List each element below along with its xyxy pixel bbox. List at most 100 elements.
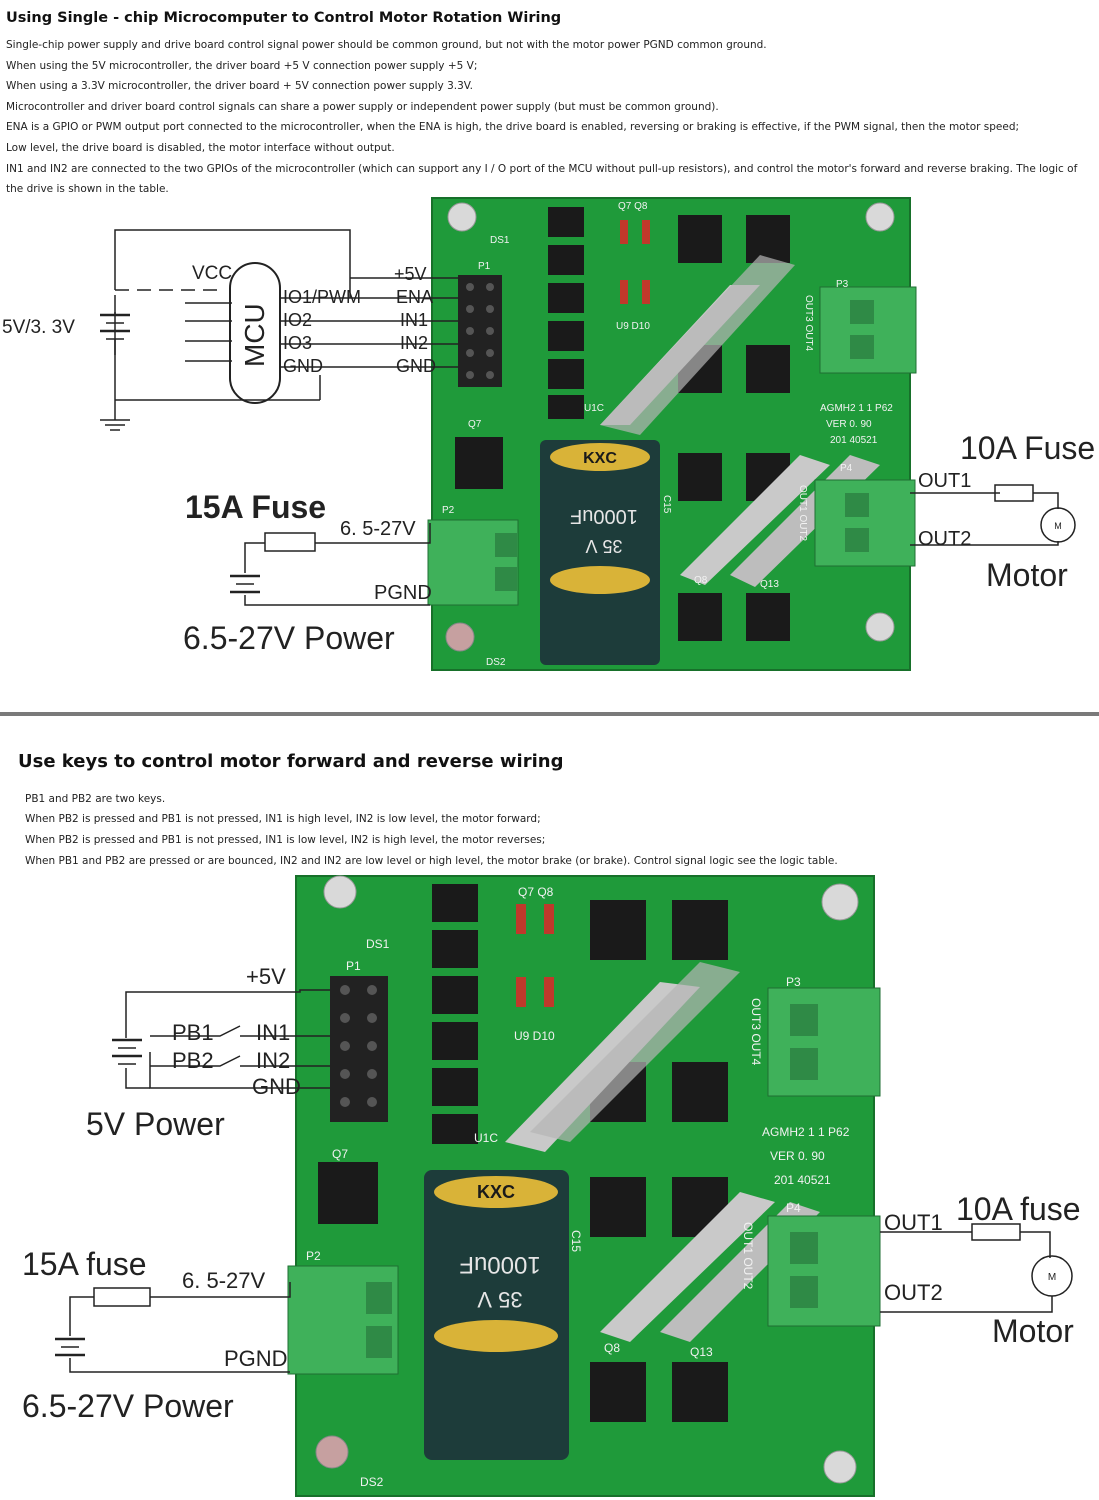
label-ver: VER 0. 90: [826, 419, 872, 430]
label-p4: P4: [840, 463, 853, 474]
label-out2-2: OUT2: [884, 1280, 943, 1305]
section-divider: [0, 712, 1099, 716]
label-q7: Q7: [468, 419, 482, 430]
label-c15: C15: [661, 495, 672, 514]
capacitor: KXC 1000uF 35 V: [540, 440, 660, 665]
driver-board-2: KXC 1000uF 35 V P1 P3 P4 P2 Q7 Q7 Q8 U9 …: [287, 875, 881, 1497]
label-supply: 5V/3. 3V: [2, 317, 75, 338]
label-v-range-2: 6. 5-27V: [182, 1268, 265, 1293]
label-in2-2: IN2: [256, 1048, 290, 1073]
label-motor-2: Motor: [992, 1313, 1074, 1349]
terminal-p3: [819, 286, 917, 374]
label-ver-2: VER 0. 90: [770, 1149, 825, 1163]
section2-title: Use keys to control motor forward and re…: [18, 751, 564, 772]
section1-line-6: Low level, the drive board is disabled, …: [6, 142, 395, 154]
cap-value: 1000uF: [570, 505, 638, 527]
label-p2-2: P2: [306, 1249, 321, 1263]
power-wiring: [230, 484, 1076, 606]
label-ena: ENA: [396, 287, 433, 307]
capacitor-2: KXC 1000uF 35 V: [424, 1170, 569, 1460]
section1-wiring-diagram: KXC 1000uF 35 V P1 P3 P4 P2 Q7 Q7 Q8: [2, 197, 1095, 671]
label-mcu: MCU: [239, 303, 270, 367]
label-io2: IO2: [283, 310, 312, 330]
mosfets-2: [590, 900, 728, 1422]
cap-brand: KXC: [583, 450, 617, 467]
label-out3out4: OUT3 OUT4: [803, 295, 814, 352]
label-pgnd: PGND: [374, 582, 432, 604]
label-15a-fuse-2: 15A fuse: [22, 1246, 147, 1282]
label-q8: Q8: [694, 575, 708, 586]
label-p3-2: P3: [786, 975, 801, 989]
label-pb1: PB1: [172, 1020, 214, 1045]
section1-title: Using Single - chip Microcomputer to Con…: [6, 10, 562, 26]
label-pgnd-2: PGND: [224, 1346, 288, 1371]
label-c15-2: C15: [569, 1230, 583, 1252]
cap-value-2: 1000uF: [459, 1251, 540, 1278]
label-plus5v-2: +5V: [246, 964, 286, 989]
terminal-p4: [814, 479, 916, 567]
label-model-2: AGMH2 1 1 P62: [762, 1125, 850, 1139]
label-model: AGMH2 1 1 P62: [820, 403, 893, 414]
label-date-2: 201 40521: [774, 1173, 831, 1187]
label-5v-power: 5V Power: [86, 1106, 225, 1142]
section2-line-1: PB1 and PB2 are two keys.: [25, 793, 166, 805]
label-q7q8-2: Q7 Q8: [518, 885, 554, 899]
label-out1out2-2: OUT1 OUT2: [741, 1222, 755, 1290]
label-out1: OUT1: [918, 470, 971, 492]
section1-line-2: When using the 5V microcontroller, the d…: [6, 60, 478, 72]
label-in1-2: IN1: [256, 1020, 290, 1045]
section1-line-1: Single-chip power supply and drive board…: [6, 39, 767, 51]
section1-line-4: Microcontroller and driver board control…: [6, 101, 719, 113]
label-power-2: 6.5-27V Power: [22, 1388, 234, 1424]
terminal-p2-2: [287, 1265, 399, 1375]
label-io1-pwm: IO1/PWM: [283, 287, 361, 307]
terminal-p4-2: [767, 1215, 881, 1327]
terminal-p2: [427, 519, 519, 606]
cap-brand-2: KXC: [477, 1182, 515, 1202]
label-out3out4-2: OUT3 OUT4: [749, 998, 763, 1066]
label-10a-fuse-2: 10A fuse: [956, 1191, 1081, 1227]
label-plus5v: +5V: [394, 264, 427, 284]
label-p1: P1: [478, 261, 491, 272]
label-in2: IN2: [400, 333, 428, 353]
label-u1c: U1C: [584, 403, 604, 414]
label-p1-2: P1: [346, 959, 361, 973]
pin-header-2: [330, 976, 388, 1122]
label-q7q8: Q7 Q8: [618, 201, 648, 212]
label-motor: Motor: [986, 557, 1068, 593]
label-p3: P3: [836, 279, 849, 290]
cap-voltage-2: 35 V: [477, 1287, 523, 1312]
label-ds2-2: DS2: [360, 1475, 384, 1489]
label-p2: P2: [442, 505, 455, 516]
label-power: 6.5-27V Power: [183, 620, 395, 656]
power-wiring-2: [55, 1223, 1073, 1373]
pin-header: [458, 275, 502, 387]
key-wiring: [112, 989, 332, 1089]
label-q7-2: Q7: [332, 1147, 348, 1161]
label-gnd-2: GND: [252, 1074, 301, 1099]
cap-voltage: 35 V: [585, 536, 622, 556]
label-out2: OUT2: [918, 528, 971, 550]
label-q13: Q13: [760, 579, 779, 590]
label-board-gnd: GND: [396, 356, 436, 376]
section2-line-4: When PB1 and PB2 are pressed or are boun…: [25, 855, 838, 867]
section2-line-3: When PB2 is pressed and PB1 is not press…: [25, 834, 546, 846]
section1-line-3: When using a 3.3V microcontroller, the d…: [6, 80, 473, 92]
label-out1-2: OUT1: [884, 1210, 943, 1235]
label-v-range: 6. 5-27V: [340, 518, 416, 540]
label-q8-2: Q8: [604, 1341, 620, 1355]
motor-symbol: M: [1054, 521, 1062, 531]
label-in1: IN1: [400, 310, 428, 330]
label-q13-2: Q13: [690, 1345, 713, 1359]
label-date: 201 40521: [830, 435, 878, 446]
section1-line-8: the drive is shown in the table.: [6, 183, 169, 195]
section2-wiring-diagram: KXC 1000uF 35 V P1 P3 P4 P2 Q7 Q7 Q8 U9 …: [22, 875, 1081, 1497]
motor-symbol-2: M: [1048, 1272, 1056, 1283]
label-pb2: PB2: [172, 1048, 214, 1073]
label-io3: IO3: [283, 333, 312, 353]
label-ds2: DS2: [486, 657, 506, 668]
label-ds1-2: DS1: [366, 937, 390, 951]
label-u9u10-2: U9 D10: [514, 1029, 555, 1043]
label-10a-fuse: 10A Fuse: [960, 430, 1095, 466]
section2-line-2: When PB2 is pressed and PB1 is not press…: [25, 813, 541, 825]
